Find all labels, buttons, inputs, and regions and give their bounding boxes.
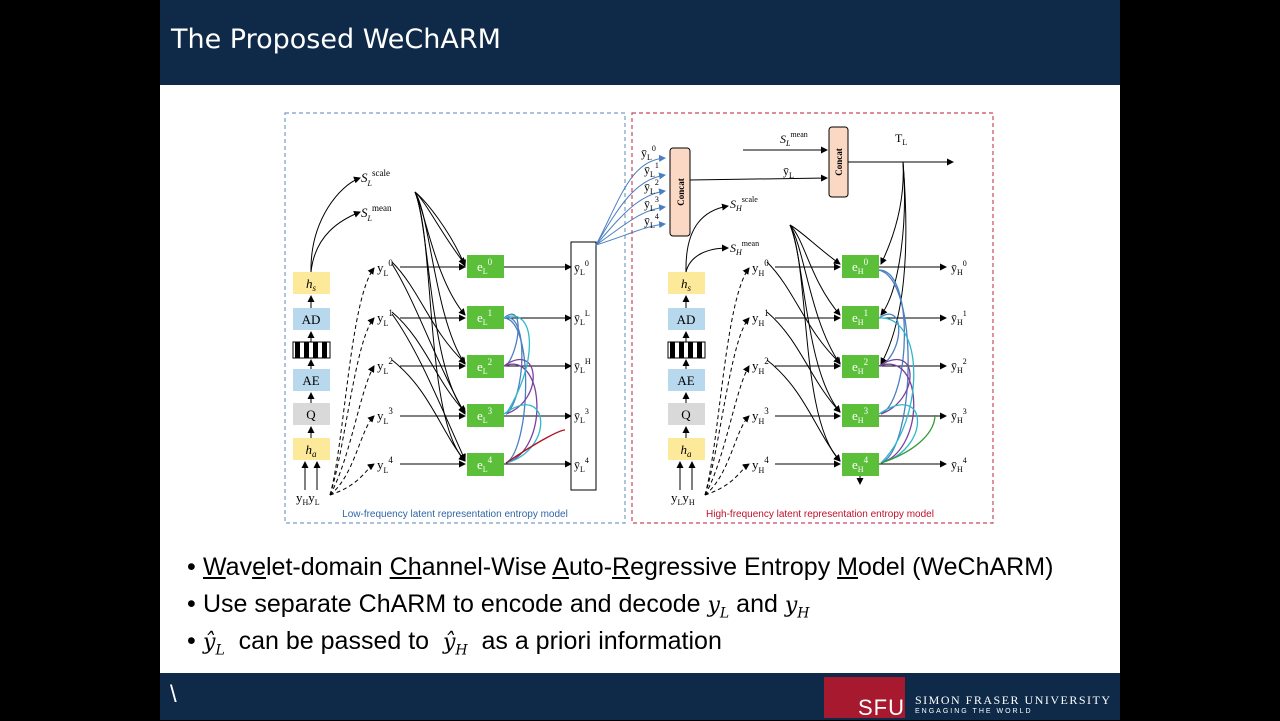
bullet-1-segment: annel-Wise	[421, 553, 553, 581]
svg-text:ȳL0: ȳL0	[641, 144, 656, 162]
svg-text:ȳL1: ȳL1	[644, 161, 659, 179]
sfu-logo: SFU	[824, 677, 905, 720]
ha-block-low	[293, 438, 330, 460]
svg-text:ȳH1: ȳH1	[951, 309, 967, 327]
low-frequency-caption: Low-frequency latent representation entr…	[342, 509, 568, 520]
bitstream-icon-high	[667, 341, 706, 359]
slide-title: The Proposed WeChARM	[171, 24, 501, 55]
footer-mark: \	[170, 681, 177, 708]
bullet-1: •Wavelet-domain Channel-Wise Auto-Regres…	[187, 553, 1054, 581]
hs-block-high	[668, 272, 705, 294]
t-label: TL	[895, 131, 907, 147]
e1-block-low	[467, 306, 504, 329]
svg-text:yH3: yH3	[752, 406, 769, 426]
ae-label-low: AE	[302, 373, 319, 388]
svg-text:ȳL3: ȳL3	[644, 195, 659, 213]
svg-text:ȳH2: ȳH2	[951, 357, 967, 375]
svg-text:ha: ha	[306, 442, 318, 459]
svg-text:yL0: yL0	[377, 258, 393, 278]
bullet-1-segment: odel (WeChARM)	[857, 553, 1054, 581]
footer-bar: \ SFU SIMON FRASER UNIVERSITY ENGAGING T…	[160, 673, 1120, 720]
bullet-1-segment: uto-	[568, 553, 613, 581]
ae-block-low	[293, 369, 330, 391]
svg-text:hs: hs	[681, 276, 692, 293]
svg-text:ȳL4: ȳL4	[644, 212, 659, 230]
svg-text:SLscale: SLscale	[361, 168, 390, 188]
title-bar: The Proposed WeChARM	[160, 0, 1120, 85]
university-name: SIMON FRASER UNIVERSITY	[915, 693, 1112, 707]
svg-text:yL3: yL3	[377, 406, 393, 426]
ae-label-high: AE	[677, 373, 694, 388]
slide: The Proposed WeChARM Low-frequency laten…	[160, 0, 1120, 720]
bullet-1-segment: egressive Entropy	[630, 553, 838, 581]
bullet-2: •Use separate ChARM to encode and decode…	[187, 590, 810, 622]
bullet-1-segment: av	[225, 553, 253, 581]
svg-text:ȳH3: ȳH3	[951, 407, 967, 425]
ae-block-high	[668, 369, 705, 391]
low-frequency-panel	[284, 112, 626, 524]
q-block-high	[668, 403, 705, 425]
svg-text:yL4: yL4	[377, 455, 393, 475]
bitstream-icon-low	[292, 341, 331, 359]
hs-block-low	[293, 272, 330, 294]
e3-block-high	[842, 404, 879, 427]
e3-block-low	[467, 404, 504, 427]
bullet-list: •Wavelet-domain Channel-Wise Auto-Regres…	[187, 553, 1053, 664]
bullet-1-segment: let-domain	[265, 553, 390, 581]
svg-text:ȳH0: ȳH0	[951, 259, 967, 277]
high-frequency-caption: High-frequency latent representation ent…	[706, 509, 934, 520]
svg-text:SHmean: SHmean	[730, 239, 759, 257]
bullet-1-segment: R	[612, 553, 631, 581]
e2-block-low	[467, 355, 504, 378]
svg-text:yH1: yH1	[752, 308, 769, 328]
svg-text:SLmean: SLmean	[361, 203, 392, 223]
ad-label-high: AD	[677, 312, 696, 327]
university-tagline: ENGAGING THE WORLD	[915, 708, 1033, 715]
ad-label-low: AD	[302, 312, 321, 327]
e4-block-low	[467, 453, 504, 476]
svg-text:yH2: yH2	[752, 356, 769, 376]
bullet-1-segment: e	[252, 553, 266, 581]
high-frequency-panel	[631, 112, 994, 524]
concat-label-2: Concat	[834, 148, 844, 176]
svg-text:ȳH4: ȳH4	[951, 456, 967, 474]
svg-text:yL1: yL1	[377, 308, 393, 328]
wecharm-diagram: Low-frequency latent representation entr…	[284, 112, 994, 524]
q-label-high: Q	[681, 407, 691, 422]
ha-block-high	[668, 438, 705, 460]
q-block-low	[293, 403, 330, 425]
e0-block-high	[842, 255, 879, 278]
svg-text:hs: hs	[306, 276, 317, 293]
svg-text:SLmean: SLmean	[780, 130, 808, 148]
svg-text:ȳL: ȳL	[783, 164, 794, 180]
svg-text:yHyL: yHyL	[296, 490, 320, 507]
ad-block-high	[668, 308, 705, 330]
bullet-1-segment: A	[552, 553, 569, 581]
svg-text:yL2: yL2	[377, 356, 393, 376]
svg-text:yH4: yH4	[752, 455, 769, 475]
svg-text:yH0: yH0	[752, 258, 769, 278]
bullet-3: •ŷL can be passed to ŷH as a priori info…	[187, 627, 722, 659]
q-label-low: Q	[306, 407, 316, 422]
svg-text:ha: ha	[681, 442, 693, 459]
bullet-1-segment: W	[203, 553, 226, 581]
bullet-1-segment: Ch	[389, 553, 422, 581]
e0-block-low	[467, 255, 504, 278]
svg-text:SHscale: SHscale	[730, 195, 758, 213]
concat-block-1	[669, 147, 691, 237]
bullet-1-segment: M	[837, 553, 858, 581]
svg-text:yLyH: yLyH	[671, 490, 695, 507]
e4-block-high	[842, 453, 879, 476]
low-output-box	[570, 241, 597, 491]
e1-block-high	[842, 306, 879, 329]
ad-block-low	[293, 308, 330, 330]
e2-block-high	[842, 355, 879, 378]
concat-label-1: Concat	[676, 178, 686, 206]
